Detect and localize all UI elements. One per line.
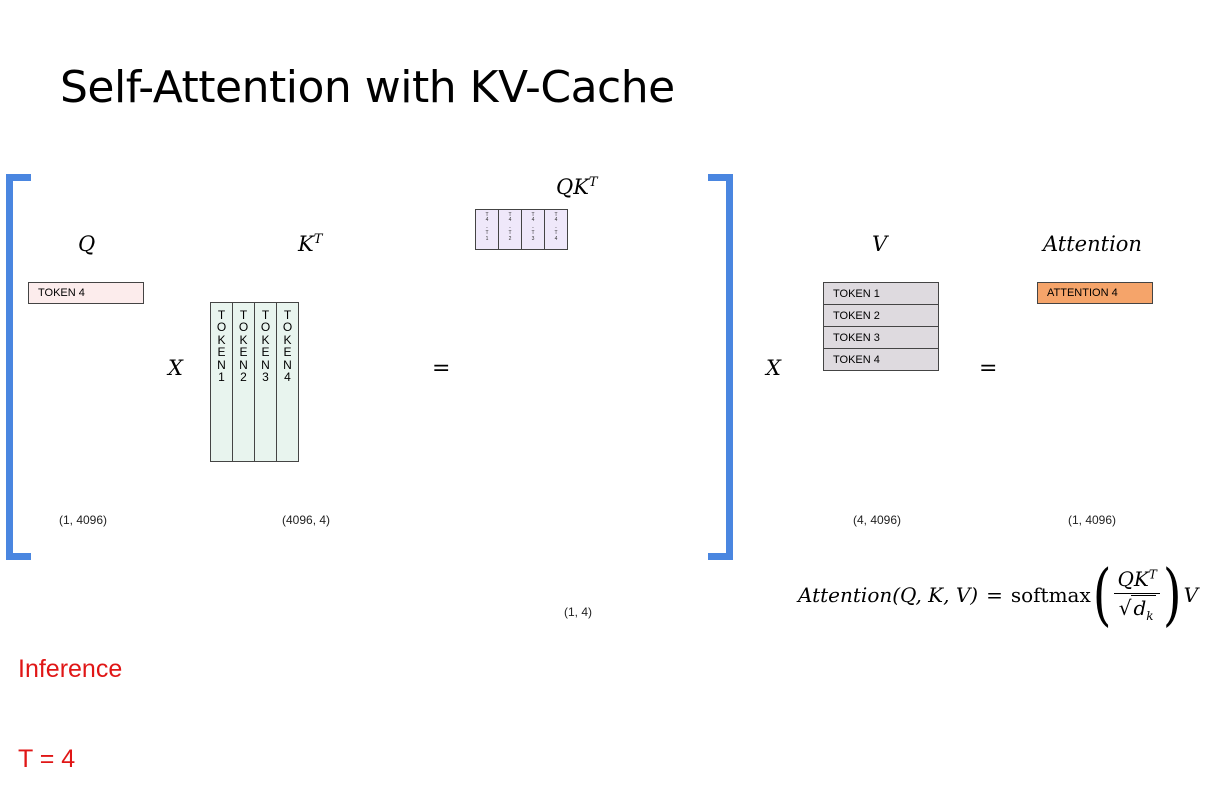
formula-num-base: QK xyxy=(1117,567,1149,591)
inference-line-2: T = 4 xyxy=(18,745,76,773)
kt-label-sup: T xyxy=(313,232,323,247)
qkt-cell-char: - xyxy=(555,224,557,231)
qkt-cell-char: T xyxy=(485,212,489,218)
v-row-token-1: TOKEN 1 xyxy=(823,282,939,305)
v-row-token-4: TOKEN 4 xyxy=(823,349,939,371)
qkt-cell-char: - xyxy=(509,224,511,231)
kt-label-base: K xyxy=(298,232,314,256)
kt-column-char: N xyxy=(283,357,292,372)
multiply-operator-2: X xyxy=(766,356,781,380)
inference-label: Inference T = 4 xyxy=(18,594,122,804)
kt-column-char: E xyxy=(239,345,248,360)
multiply-operator-1: X xyxy=(168,356,183,380)
kt-column-char: K xyxy=(283,332,292,347)
kt-column-char: T xyxy=(283,308,292,322)
qkt-cell-char: 4 xyxy=(531,217,535,224)
kt-column-char: O xyxy=(238,320,249,335)
qkt-cell-char: 3 xyxy=(531,235,535,242)
attention-formula: Attention(Q, K, V) = softmax ( QKT √dk )… xyxy=(798,560,1198,630)
v-label: V xyxy=(872,232,888,256)
kt-column-char: T xyxy=(261,308,270,322)
qkt-cell-char: T xyxy=(531,212,535,218)
formula-den-sub: k xyxy=(1146,609,1154,623)
qkt-shape: (1, 4) xyxy=(564,605,593,619)
q-label: Q xyxy=(78,232,96,256)
qkt-cell-char: T xyxy=(531,230,535,237)
qkt-label-base: QK xyxy=(556,175,589,199)
formula-num-sup: T xyxy=(1148,567,1157,582)
kt-column-char: E xyxy=(261,345,270,360)
equals-operator-2: = xyxy=(979,356,998,381)
kt-column-char: T xyxy=(217,308,226,322)
kt-label: KT xyxy=(298,232,322,256)
kt-column-char: 4 xyxy=(284,370,291,385)
kt-column-char: K xyxy=(261,332,270,347)
left-bracket xyxy=(6,174,31,560)
kt-column-char: K xyxy=(217,332,226,347)
formula-softmax: softmax xyxy=(1010,583,1091,607)
qkt-cell-char: T xyxy=(508,230,512,237)
qkt-cell-char: 4 xyxy=(508,217,512,224)
formula-rhs: V xyxy=(1183,583,1199,607)
kt-column-char: E xyxy=(283,345,292,360)
qkt-cell-char: 4 xyxy=(554,217,558,224)
formula-equals: = xyxy=(986,583,1003,607)
qkt-cell-char: T xyxy=(508,212,512,218)
attention-row-4: ATTENTION 4 xyxy=(1037,282,1153,304)
qkt-cell-char: 1 xyxy=(485,235,489,242)
formula-denominator: √dk xyxy=(1119,594,1156,623)
qkt-cell-char: - xyxy=(486,224,488,231)
qkt-cell-char: T xyxy=(554,212,558,218)
inference-line-1: Inference xyxy=(18,655,123,683)
attention-label: Attention xyxy=(1043,232,1142,256)
kt-column-char: N xyxy=(239,357,248,372)
kt-column-char: N xyxy=(261,357,270,372)
qkt-label: QKT xyxy=(556,175,598,199)
slide-title: Self-Attention with KV-Cache xyxy=(60,62,675,113)
q-row-token-4: TOKEN 4 xyxy=(28,282,144,304)
kt-column-char: T xyxy=(239,308,248,322)
v-row-token-3: TOKEN 3 xyxy=(823,327,939,349)
qkt-cell-char: T xyxy=(554,230,558,237)
kt-column-char: 3 xyxy=(262,370,269,385)
qkt-cell-char: 4 xyxy=(554,235,558,242)
sqrt-icon: √ xyxy=(1118,596,1132,620)
formula-fraction: QKT √dk xyxy=(1114,567,1160,623)
kt-column-char: N xyxy=(217,357,226,372)
formula-sqrt-content: dk xyxy=(1131,595,1156,623)
kt-column-char: O xyxy=(282,320,293,335)
formula-left-paren: ( xyxy=(1092,555,1112,635)
q-shape: (1, 4096) xyxy=(59,513,108,527)
equals-operator-1: = xyxy=(432,356,451,381)
kt-column-char: O xyxy=(216,320,227,335)
formula-lhs: Attention(Q, K, V) xyxy=(798,583,979,607)
qkt-cell-char: T xyxy=(485,230,489,237)
attention-shape: (1, 4096) xyxy=(1068,513,1117,527)
formula-right-paren: ) xyxy=(1162,555,1182,635)
kt-shape: (4096, 4) xyxy=(282,513,331,527)
qkt-cell-char: 2 xyxy=(508,235,512,242)
kt-column-char: O xyxy=(260,320,271,335)
qkt-cell-char: - xyxy=(532,224,534,231)
kt-column-char: K xyxy=(239,332,248,347)
qkt-label-sup: T xyxy=(588,175,598,190)
kt-column-char: 2 xyxy=(240,370,247,385)
kt-column-char: 1 xyxy=(218,370,225,385)
qkt-cell-char: 4 xyxy=(485,217,489,224)
formula-numerator: QKT xyxy=(1114,567,1160,594)
formula-den-base: d xyxy=(1133,596,1147,620)
kt-column-char: E xyxy=(217,345,226,360)
v-row-token-2: TOKEN 2 xyxy=(823,305,939,327)
v-shape: (4, 4096) xyxy=(853,513,902,527)
right-bracket xyxy=(708,174,733,560)
